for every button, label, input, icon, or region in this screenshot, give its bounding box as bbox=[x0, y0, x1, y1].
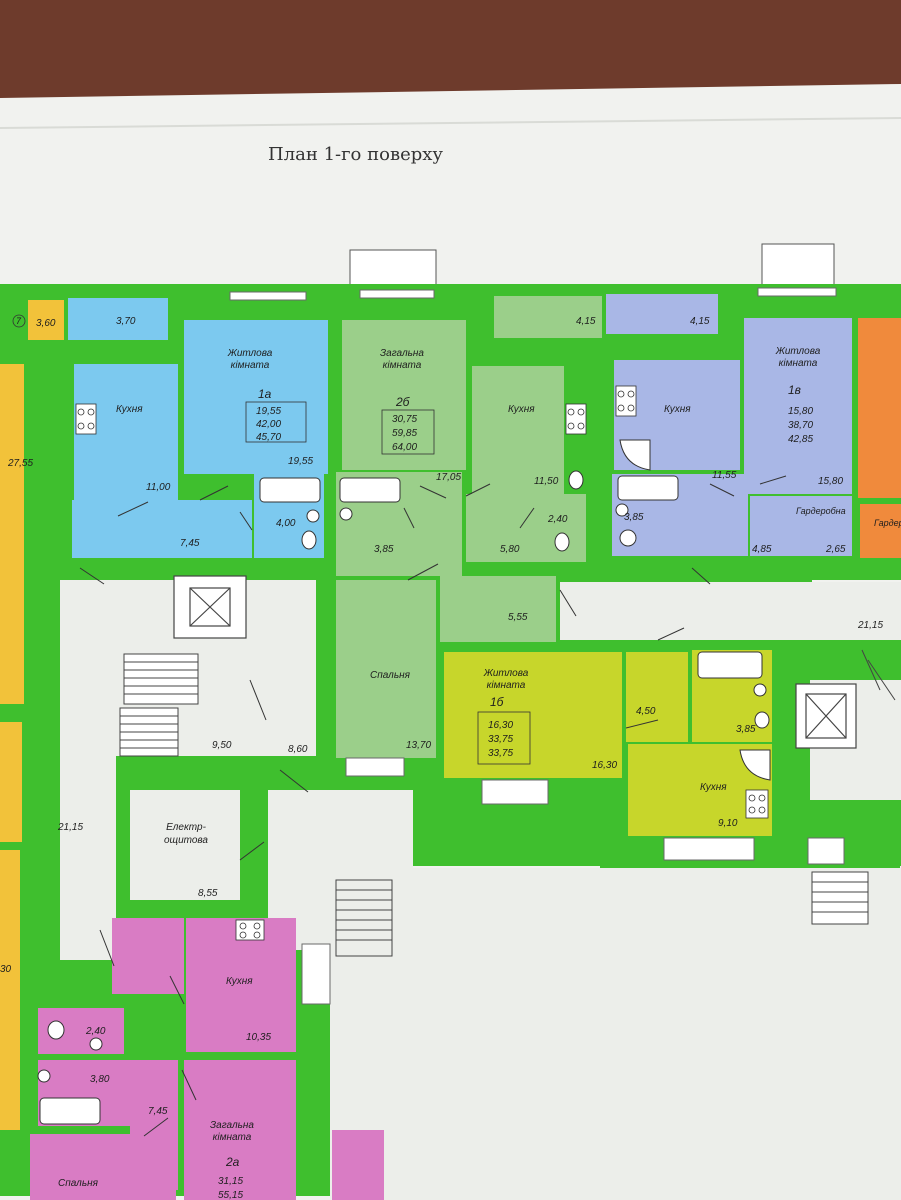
v1-area-3: 42,85 bbox=[788, 434, 813, 445]
v1-bath-area: 3,85 bbox=[624, 512, 644, 523]
apt-2a bbox=[30, 918, 384, 1200]
b2-bedroom-area: 13,70 bbox=[406, 740, 431, 751]
b1-hall-area: 4,50 bbox=[636, 706, 656, 717]
sanitary-fixtures bbox=[37, 470, 770, 1083]
a2-hall-area: 7,45 bbox=[148, 1106, 168, 1117]
b2-area-box bbox=[381, 409, 435, 455]
vestibule-top-right bbox=[761, 243, 835, 291]
v1-balcony-area: 4,15 bbox=[690, 316, 710, 327]
v1-code: 1в bbox=[788, 383, 801, 397]
v1-wardrobe-area: 2,65 bbox=[825, 544, 846, 555]
plan-title: План 1-го поверху bbox=[268, 144, 443, 165]
v1-area-1: 15,80 bbox=[788, 406, 813, 417]
bathtubs bbox=[39, 475, 763, 1125]
b2-bedroom-label: Спальня bbox=[370, 670, 411, 681]
b2-balcony-area: 4,15 bbox=[576, 316, 596, 327]
a1-area-box bbox=[245, 401, 307, 443]
hall-area: 8,60 bbox=[288, 744, 308, 755]
elevator-shafts bbox=[173, 575, 857, 749]
b2-wc-area: 2,40 bbox=[547, 514, 568, 525]
a1-hall-area: 7,45 bbox=[180, 538, 200, 549]
a1-area-2: 42,00 bbox=[256, 419, 281, 430]
a1-area-1: 19,55 bbox=[256, 406, 281, 417]
right-lobby-area: 21,15 bbox=[857, 620, 883, 631]
elec-label: Електр-ощитова bbox=[164, 822, 208, 846]
b2-living-area: 17,05 bbox=[436, 472, 461, 483]
apt-left-edge bbox=[0, 300, 64, 1130]
v1-hall-area: 4,85 bbox=[752, 544, 772, 555]
v1-kitchen-area: 11,55 bbox=[712, 470, 737, 481]
elec-area: 8,55 bbox=[198, 888, 218, 899]
left-bottom-area: 30 bbox=[0, 964, 12, 975]
a2-area-2: 55,15 bbox=[218, 1190, 243, 1200]
b2-area-2: 59,85 bbox=[392, 428, 417, 439]
a2-area-1: 31,15 bbox=[218, 1176, 243, 1187]
b2-kitchen-label: Кухня bbox=[508, 404, 535, 415]
left-mid-area: 21,15 bbox=[57, 822, 83, 833]
a2-code: 2а bbox=[225, 1155, 240, 1169]
b1-code: 1б bbox=[490, 695, 505, 709]
a2-bedroom-label: Спальня bbox=[58, 1178, 99, 1189]
paper-fold bbox=[0, 117, 901, 129]
a2-wc-area: 2,40 bbox=[85, 1026, 106, 1037]
b1-living-area: 16,30 bbox=[592, 760, 617, 771]
b1-area-2: 33,75 bbox=[488, 734, 513, 745]
stair-area: 9,50 bbox=[212, 740, 232, 751]
v1-area-2: 38,70 bbox=[788, 420, 813, 431]
b2-bath-area: 3,85 bbox=[374, 544, 394, 555]
a1-living-area: 19,55 bbox=[288, 456, 313, 467]
b1-kitchen-label: Кухня bbox=[700, 782, 727, 793]
b1-kitchen-area: 9,10 bbox=[718, 818, 738, 829]
a2-kitchen-area: 10,35 bbox=[246, 1032, 271, 1043]
left-big-area: 27,55 bbox=[7, 458, 33, 469]
v1-kitchen-label: Кухня bbox=[664, 404, 691, 415]
balcony-left-num-circle bbox=[12, 314, 26, 328]
apt-right-edge bbox=[858, 318, 901, 558]
orange-wardrobe-label: Гардеробна bbox=[874, 518, 901, 528]
a2-kitchen-label: Кухня bbox=[226, 976, 253, 987]
a2-bath-area: 3,80 bbox=[90, 1074, 110, 1085]
a1-kitchen-label: Кухня bbox=[116, 404, 143, 415]
a1-code: 1а bbox=[258, 387, 272, 401]
b2-area-1: 30,75 bbox=[392, 414, 417, 425]
a1-balcony-area: 3,70 bbox=[116, 316, 136, 327]
b1-bath-area: 3,85 bbox=[736, 724, 756, 735]
entrance-steps bbox=[335, 879, 393, 957]
windows bbox=[229, 287, 845, 1005]
b1-area-1: 16,30 bbox=[488, 720, 513, 731]
staircase bbox=[119, 649, 896, 925]
b2-code: 2б bbox=[395, 395, 411, 409]
a1-bath-area: 4,00 bbox=[276, 518, 296, 529]
corner-showers bbox=[619, 439, 771, 781]
balcony-left-area: 3,60 bbox=[36, 318, 56, 329]
a1-area-3: 45,70 bbox=[256, 432, 281, 443]
v1-living-area: 15,80 bbox=[818, 476, 843, 487]
b1-area-3: 33,75 bbox=[488, 748, 513, 759]
kitchen-stoves bbox=[75, 385, 769, 941]
b2-area-3: 64,00 bbox=[392, 442, 417, 453]
b2-corridor-area: 5,55 bbox=[508, 612, 528, 623]
a1-kitchen-area: 11,00 bbox=[146, 482, 171, 493]
v1-wardrobe-label: Гардеробна bbox=[796, 506, 846, 516]
balcony-left-num: 7 bbox=[16, 316, 22, 326]
b1-area-box bbox=[477, 711, 531, 765]
b2-hall-area: 5,80 bbox=[500, 544, 520, 555]
b2-kitchen-area: 11,50 bbox=[534, 476, 559, 487]
door-swings bbox=[79, 475, 787, 1137]
room-labels: 7 3,60 27,55 21,15 30 3,70 Кухня 11,00 Ж… bbox=[0, 314, 901, 1200]
